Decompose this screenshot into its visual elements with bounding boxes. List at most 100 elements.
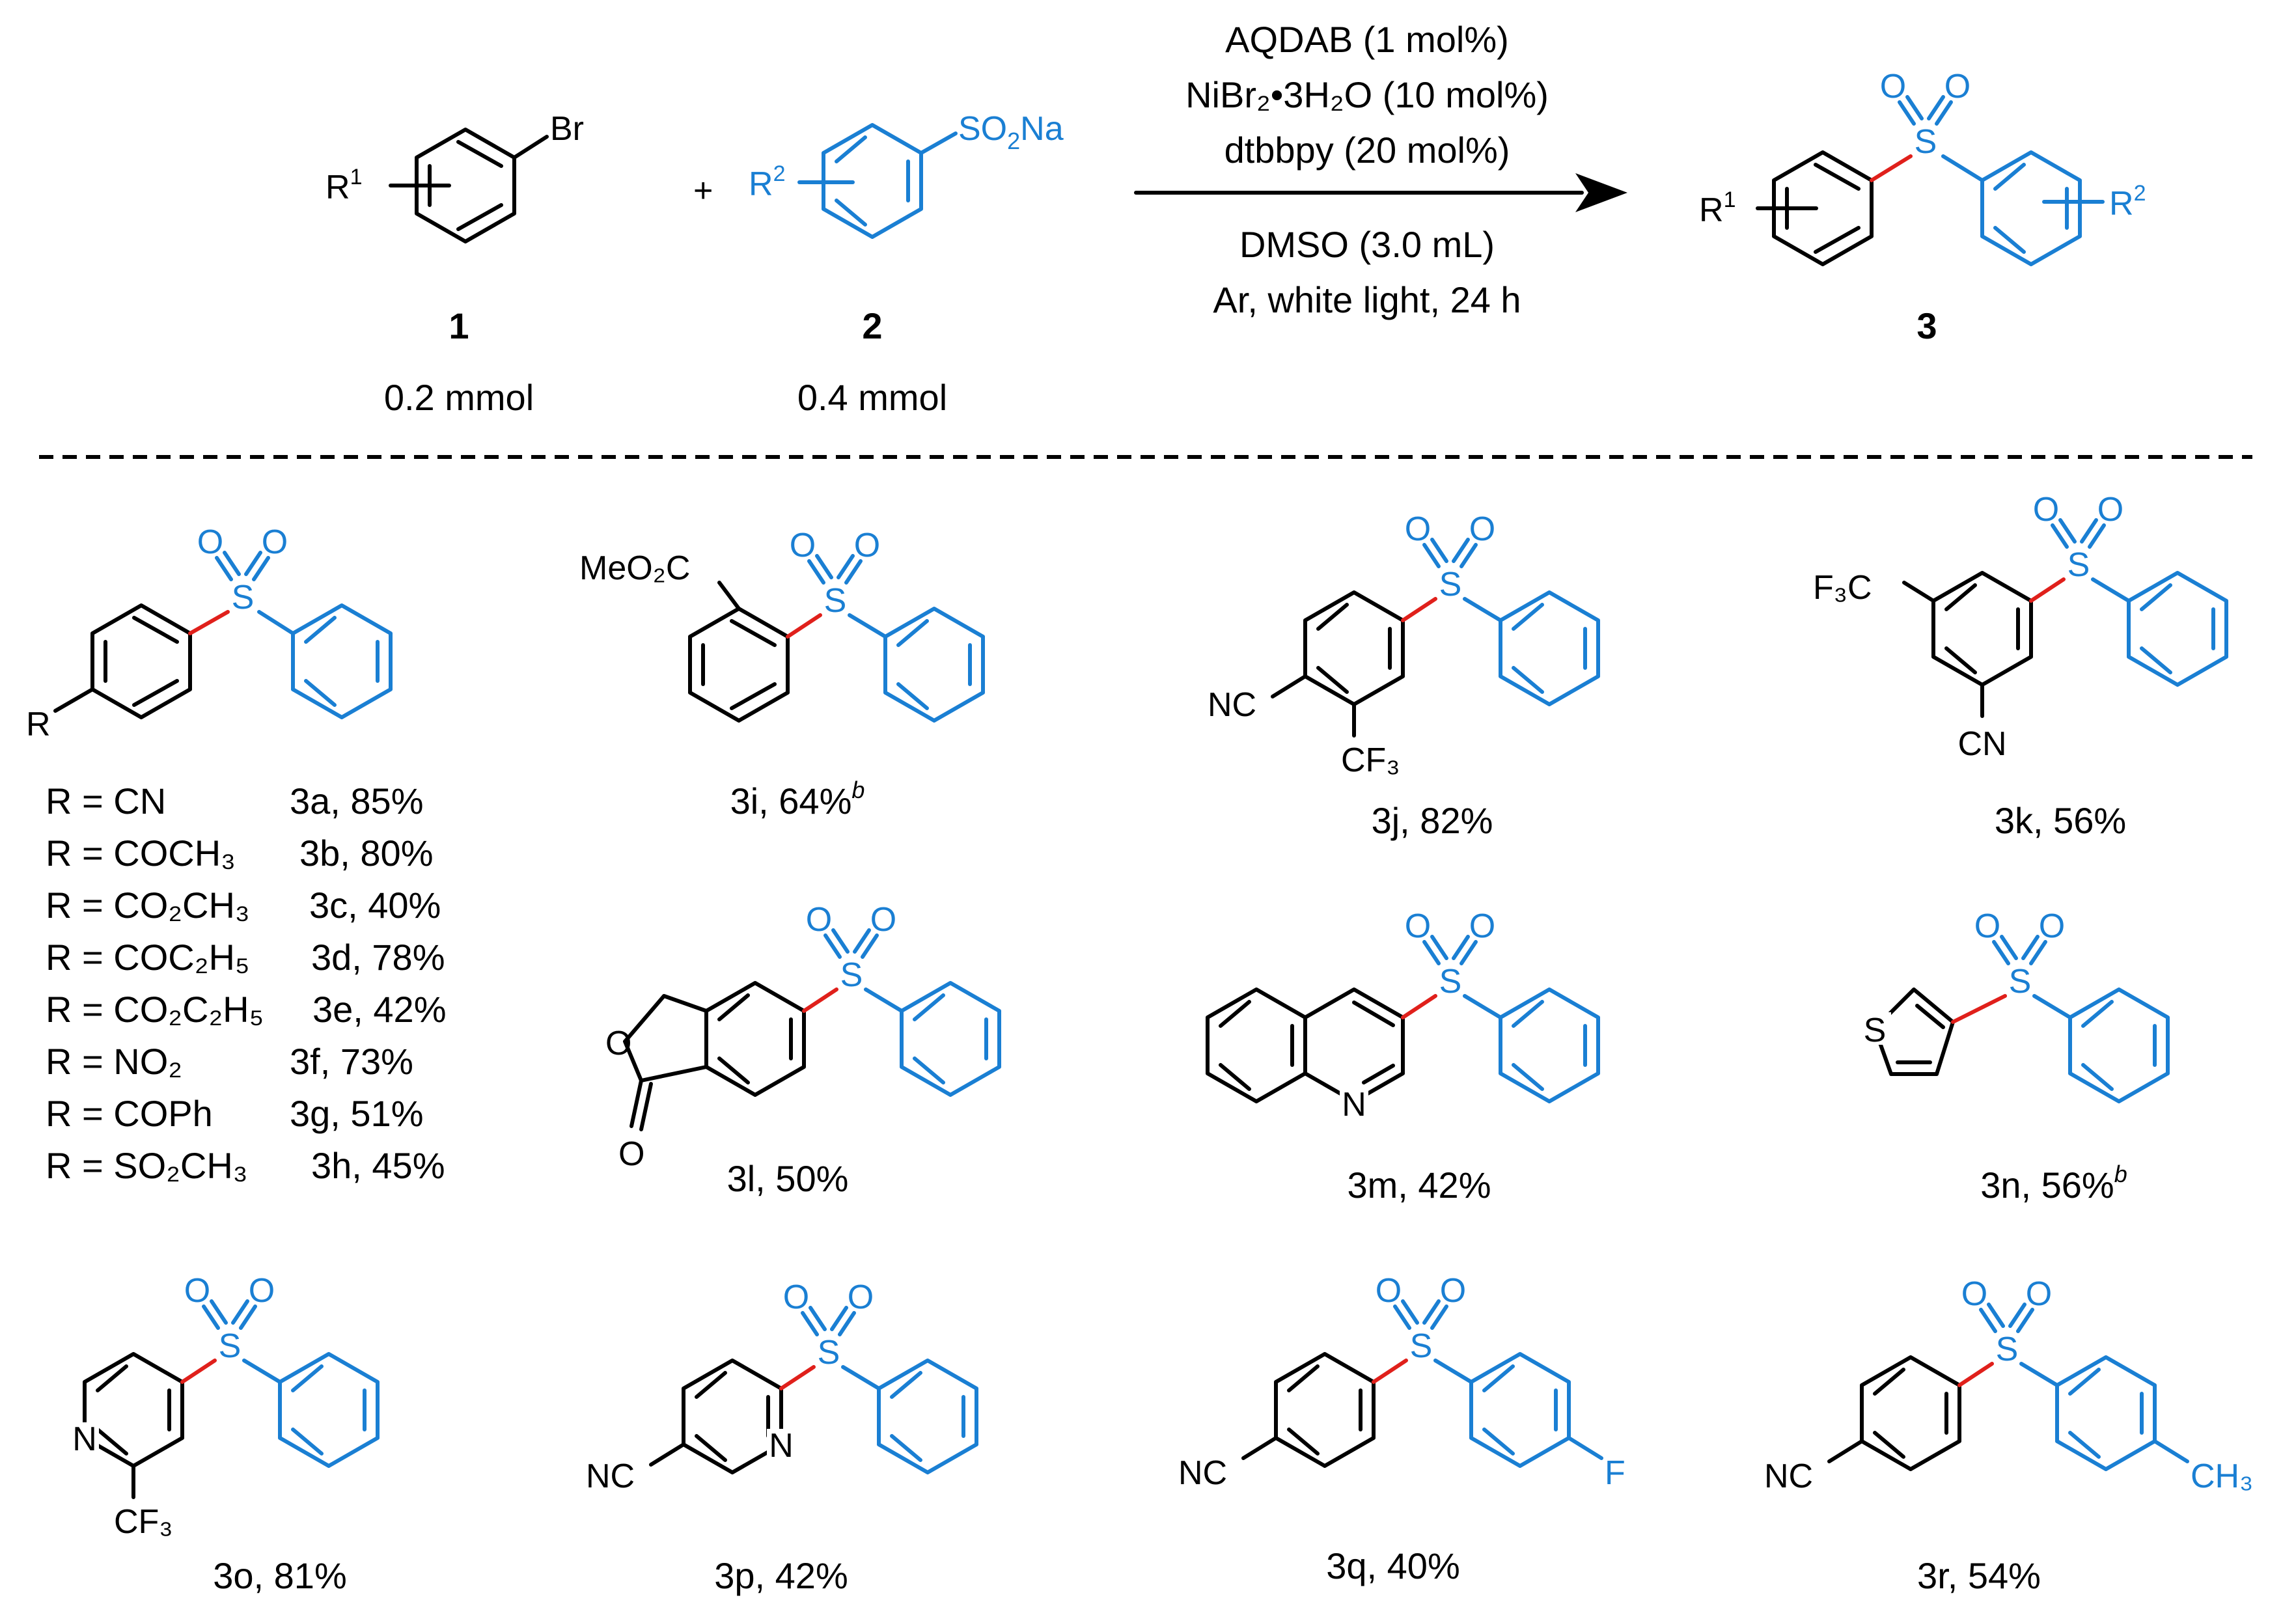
compound-3r-label: 3r, 54% — [1917, 1555, 2041, 1596]
condition-atmosphere: Ar, white light, 24 h — [1213, 279, 1521, 320]
compound-3r-nitrile-label: NC — [1764, 1457, 1813, 1495]
compound-3j-label: 3j, 82% — [1372, 800, 1493, 841]
compound-3j-structure — [1271, 538, 1600, 738]
condition-nickel: NiBr₂•3H₂O (10 mol%) — [1185, 74, 1549, 115]
compound-3k-structure — [1902, 518, 2228, 718]
series-r-value: R = CO₂C₂H₅ — [46, 989, 264, 1030]
compound-3p-o-atom: O — [783, 1278, 809, 1316]
compound-3m-o-atom: O — [1469, 907, 1495, 945]
sulfinate-group-label: SO2Na — [958, 110, 1064, 154]
compound-3r-o-atom: O — [2026, 1275, 2052, 1313]
series-structure — [53, 551, 393, 719]
reactant-1-amount: 0.2 mmol — [384, 377, 534, 418]
compound-3l-carbonyl-o-atom: O — [618, 1135, 644, 1173]
compound-3k-o-atom: O — [2033, 491, 2059, 529]
compound-3j-cf3-label: CF₃ — [1341, 741, 1400, 779]
compound-3o-o-atom: O — [184, 1272, 210, 1310]
reactant-1-structure — [389, 128, 549, 243]
condition-ligand: dtbbpy (20 mol%) — [1224, 130, 1510, 171]
series-entry: 3a, 85% — [290, 780, 424, 821]
leaving-group-label: Br — [550, 110, 584, 148]
product-number: 3 — [1916, 305, 1937, 346]
series-r-value: R = COC₂H₅ — [46, 937, 249, 978]
compound-3n-o-atom: O — [1974, 907, 2000, 945]
r2-label: R2 — [749, 161, 785, 203]
compound-3m-s-atom: S — [1439, 963, 1462, 1001]
r1-label: R1 — [325, 165, 362, 206]
compound-3l-ring-o-atom: O — [605, 1025, 631, 1062]
compound-3l-s-atom: S — [840, 956, 863, 994]
compound-3p-nitrile-label: NC — [586, 1457, 635, 1495]
series-entry: 3f, 73% — [290, 1041, 413, 1082]
compound-3r-structure — [1827, 1303, 2189, 1471]
compound-3n-s-atom: S — [2009, 963, 2032, 1001]
compound-3m-o-atom: O — [1405, 907, 1431, 945]
compound-3o-cf3-label: CF₃ — [114, 1503, 173, 1541]
series-entry: 3b, 80% — [299, 833, 434, 874]
compound-3p-o-atom: O — [848, 1278, 874, 1316]
compound-3j-o-atom: O — [1405, 510, 1431, 548]
series-entry: 3h, 45% — [311, 1145, 445, 1186]
compound-3p-structure — [649, 1306, 978, 1474]
compound-3m-n-mask — [1340, 1088, 1368, 1120]
compound-3o-n-atom: N — [72, 1420, 97, 1458]
compound-3p-n-mask — [767, 1429, 795, 1460]
reaction-arrowhead — [1575, 173, 1627, 212]
series-o-atom: O — [262, 523, 288, 561]
compound-3r-o-atom: O — [1961, 1275, 1987, 1313]
product-structure — [1756, 95, 2105, 266]
compound-3o-label: 3o, 81% — [213, 1555, 347, 1596]
series-r-value: R = NO₂ — [46, 1041, 182, 1082]
compound-3k-o-atom: O — [2097, 491, 2123, 529]
compound-3q-structure — [1241, 1299, 1603, 1468]
compound-3r-s-atom: S — [1996, 1331, 2019, 1368]
series-r-value: R = CN — [46, 780, 166, 821]
series-r-value: R = SO₂CH₃ — [46, 1145, 248, 1186]
series-o-atom: O — [197, 523, 223, 561]
product-o-atom: O — [1944, 68, 1971, 105]
compound-3n-o-atom: O — [2039, 907, 2065, 945]
series-entry: 3g, 51% — [290, 1093, 424, 1134]
compound-3n-structure — [1873, 935, 2170, 1103]
compound-3k-s-atom: S — [2068, 546, 2090, 584]
compound-3i-s-atom: S — [824, 582, 847, 620]
compound-3l-label: 3l, 50% — [727, 1158, 849, 1199]
reactant-2-amount: 0.4 mmol — [797, 377, 947, 418]
compound-3i-o-atom: O — [854, 527, 880, 564]
compound-3q-fluoro-label: F — [1605, 1454, 1625, 1492]
compound-3i-label: 3i, 64%b — [730, 777, 865, 821]
series-r-value: R = CO₂CH₃ — [46, 885, 250, 926]
series-r-label: R — [26, 706, 51, 743]
compound-3j-s-atom: S — [1439, 566, 1462, 603]
compound-3o-n-mask — [70, 1422, 99, 1454]
series-table: R = CN 3a, 85% R = COCH₃ 3b, 80% R = CO₂… — [46, 780, 447, 1186]
product-r1-label: R1 — [1699, 187, 1736, 229]
compound-3m-structure — [1206, 935, 1600, 1103]
series-entry: 3d, 78% — [311, 937, 445, 978]
compound-3p-s-atom: S — [818, 1334, 840, 1372]
compound-3i-o-atom: O — [790, 527, 816, 564]
series-s-atom: S — [232, 579, 255, 616]
compound-3l-o-atom: O — [870, 901, 896, 939]
compound-3q-o-atom: O — [1376, 1272, 1402, 1310]
reactant-2-structure — [797, 123, 958, 239]
compound-3p-label: 3p, 42% — [714, 1555, 848, 1596]
compound-3q-label: 3q, 40% — [1326, 1545, 1460, 1586]
compound-3i-structure — [688, 554, 985, 723]
compound-3p-n-atom: N — [769, 1427, 794, 1465]
compound-3i-ester-label: MeO₂C — [579, 549, 690, 587]
compound-3m-label: 3m, 42% — [1348, 1165, 1491, 1206]
compound-3j-o-atom: O — [1469, 510, 1495, 548]
compound-3r-methyl-label: CH₃ — [2191, 1457, 2253, 1495]
compound-3o-s-atom: S — [219, 1327, 242, 1365]
compound-3l-o-atom: O — [806, 901, 832, 939]
compound-3q-nitrile-label: NC — [1178, 1454, 1227, 1492]
series-r-value: R = COCH₃ — [46, 833, 236, 874]
compound-3q-s-atom: S — [1410, 1327, 1433, 1365]
compound-3k-cf3-label: F₃C — [1813, 569, 1872, 607]
compound-3n-label: 3n, 56%b — [1980, 1161, 2127, 1206]
compound-3k-label: 3k, 56% — [1995, 800, 2126, 841]
compound-3l-structure — [623, 928, 1001, 1131]
reactant-1-number: 1 — [449, 305, 469, 346]
